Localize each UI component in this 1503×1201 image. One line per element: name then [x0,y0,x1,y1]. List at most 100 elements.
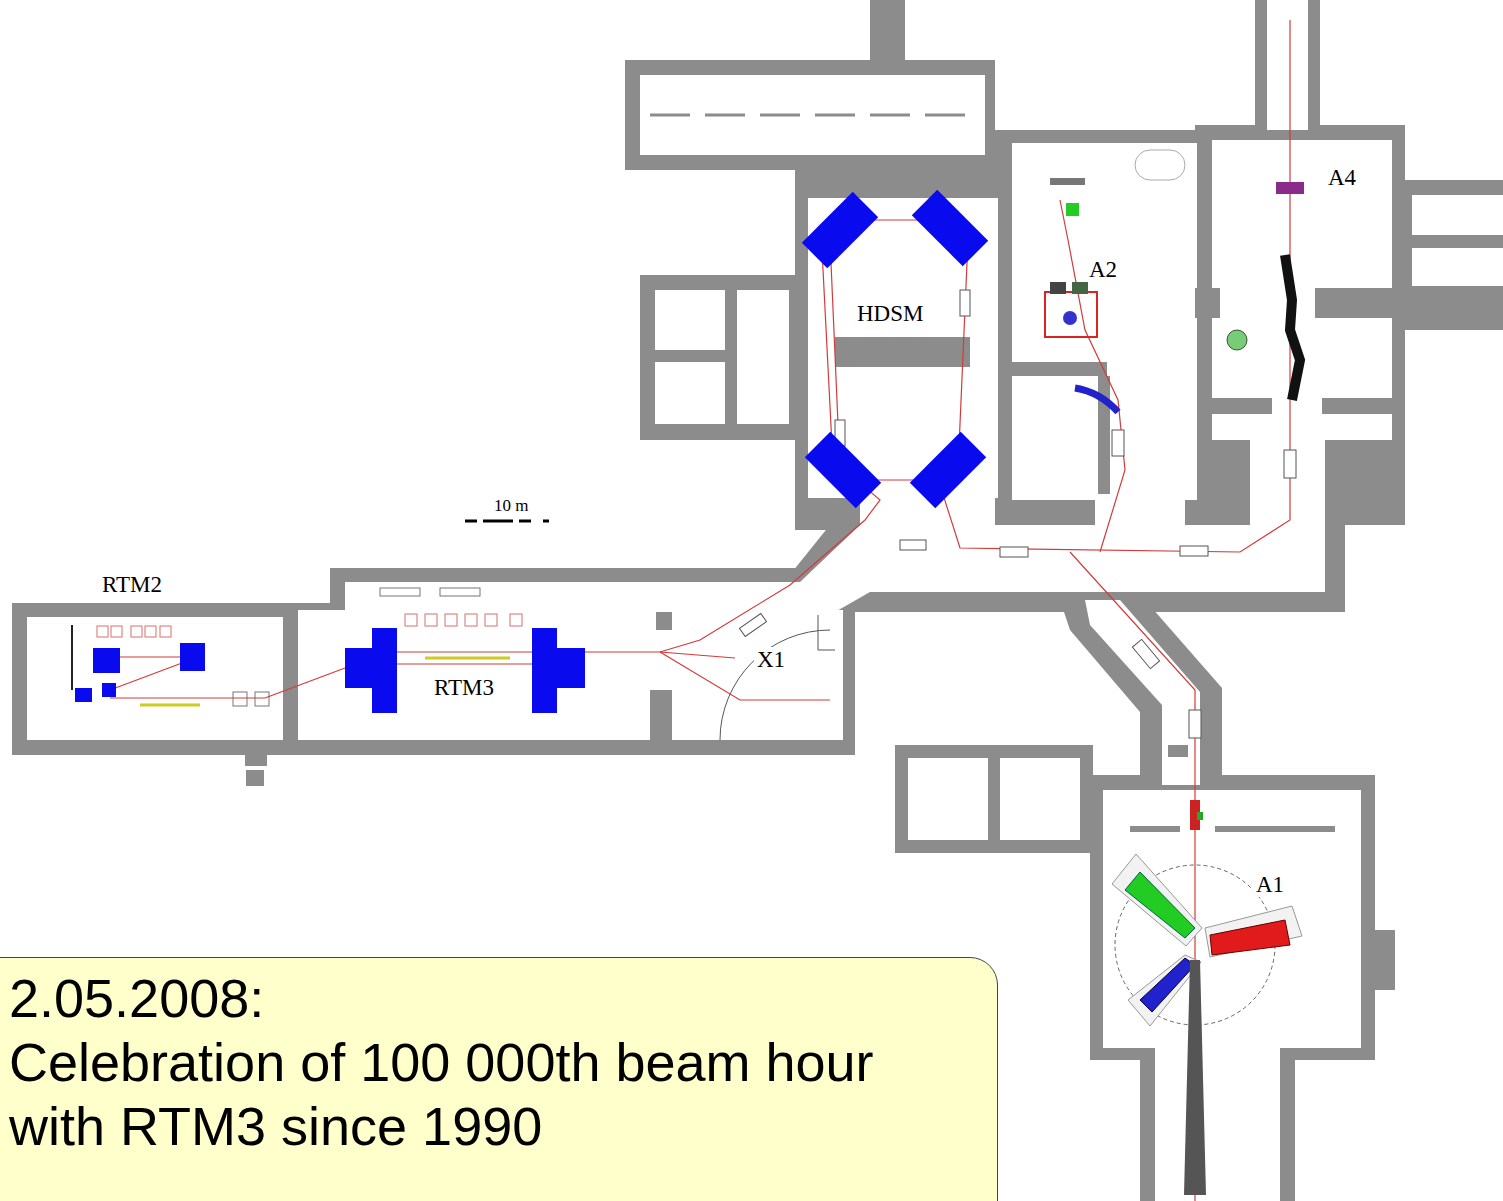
a4-setup [1227,182,1304,400]
room-floor [298,610,843,740]
room-floor [770,525,1325,612]
inner-wall [1168,745,1188,757]
magnet [739,613,766,636]
hall-label: A2 [1086,257,1120,282]
beamline [822,220,968,480]
room-floor [655,290,725,350]
target-frame [1045,292,1097,337]
room-floor [1412,195,1503,235]
inner-walls [650,288,1405,832]
rack [97,626,108,637]
room-floor [1412,248,1503,286]
a1-spectrometers [1112,800,1302,1195]
spectrometer [1140,958,1195,1012]
beamline [660,652,830,700]
rack [405,614,417,626]
rack [111,626,122,637]
room-floor [345,582,815,612]
detector-line [1285,255,1300,400]
callout-body: Celebration of 100 000th beam hour with … [9,1030,977,1158]
room-floor [737,290,789,424]
wall-mass [246,770,264,786]
room-floor [27,617,283,740]
inner-wall [650,690,672,740]
inner-wall [835,337,970,367]
callout-heading: 2.05.2008: [9,966,977,1030]
magnet [1180,546,1208,556]
wall-mass [1400,180,1503,330]
magnet [1000,547,1028,557]
callout-box: 2.05.2008:Celebration of 100 000th beam … [0,957,998,1201]
equipment [233,692,247,706]
detector [1276,182,1304,194]
scale-label: 10 m [491,497,531,516]
wall-mass [1090,775,1375,1060]
wall-mass [995,130,1210,530]
linac [140,704,200,707]
tagger-magnet [1075,388,1118,412]
beamline [395,663,532,664]
equipment-outlines [233,150,1185,740]
dipole [93,648,120,673]
wall-mass [12,603,855,755]
wall-mass [625,60,995,170]
hall-label: A1 [1253,872,1287,897]
green-circle [1227,330,1247,350]
inner-wall [1212,398,1272,414]
green-block [1066,203,1079,216]
room-floor [655,362,725,424]
dipole [75,688,92,702]
rack [131,626,142,637]
spectrometer [1210,920,1290,955]
wall-mass [640,275,800,440]
x1-arc [720,630,830,740]
dipole [912,190,988,266]
beamline [660,652,735,658]
beamline [1060,200,1125,552]
magnet [1112,430,1124,456]
equipment [255,692,269,706]
magnet [960,290,970,316]
inner-wall [656,612,672,630]
linac [425,657,510,660]
rack [465,614,477,626]
magnet [1132,639,1159,668]
beamline [110,697,265,698]
dipole-magnets [75,190,988,713]
spectrometer-envelope [1112,854,1202,946]
rack [145,626,156,637]
wall-line [71,625,73,690]
hall-label: X1 [754,647,788,672]
wall-mass [870,0,905,65]
rack [510,614,522,626]
beamline [110,660,190,690]
hall-label: HDSM [854,301,926,326]
inner-wall [1130,826,1180,832]
scale-bar [465,520,555,523]
equipment [1135,150,1185,180]
wall-mass [1255,0,1320,130]
magnet [900,540,926,550]
room-floor [1000,758,1080,840]
inner-wall [1195,288,1220,318]
detector [1072,282,1088,294]
inner-wall [1012,362,1107,376]
dipole [345,648,375,688]
detector [1063,311,1077,325]
dipole [372,628,397,713]
dipole [802,192,878,268]
spectrometer [1125,872,1195,938]
hall-label: RTM2 [99,572,165,597]
beamline [120,656,185,657]
rack [160,626,171,637]
hall-label: RTM3 [431,675,497,700]
a2-setup [1045,178,1118,412]
wall-mass [1370,930,1395,990]
rack [485,614,497,626]
beam-magnets [739,290,1296,738]
room-floor [1103,790,1361,1048]
room-floor [908,758,988,840]
wall-mass [795,150,1010,530]
magnet [1189,710,1201,738]
